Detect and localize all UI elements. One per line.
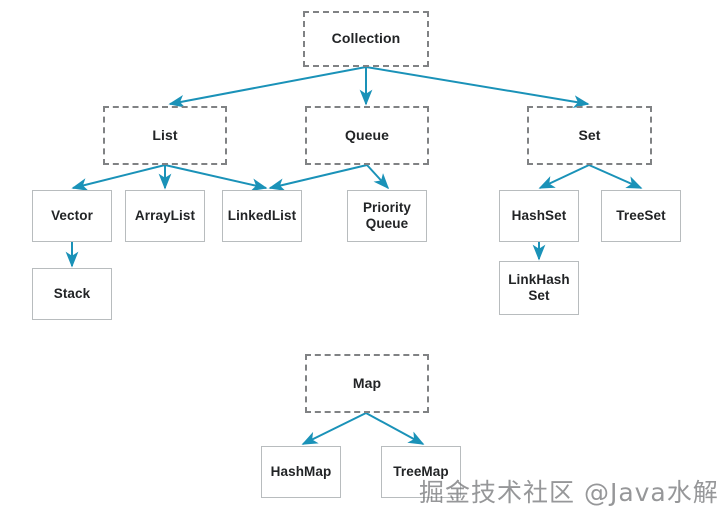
node-label-linkhashset: LinkHash Set bbox=[508, 271, 570, 303]
node-priorityqueue[interactable]: Priority Queue bbox=[347, 190, 427, 242]
arrow-set-to-hashset bbox=[538, 164, 590, 189]
node-treemap[interactable]: TreeMap bbox=[381, 446, 461, 498]
node-label-linkedlist: LinkedList bbox=[227, 207, 297, 223]
node-vector[interactable]: Vector bbox=[32, 190, 112, 242]
node-map[interactable]: Map bbox=[305, 354, 429, 413]
arrow-list-to-linkedlist bbox=[164, 164, 268, 192]
node-label-treemap: TreeMap bbox=[393, 463, 449, 479]
node-label-collection: Collection bbox=[331, 30, 401, 47]
node-label-stack: Stack bbox=[53, 285, 91, 301]
node-arraylist[interactable]: ArrayList bbox=[125, 190, 205, 242]
node-label-priorityqueue: Priority Queue bbox=[362, 199, 412, 231]
arrow-queue-to-priorityqueue bbox=[366, 164, 390, 190]
node-label-treeset: TreeSet bbox=[616, 207, 666, 223]
node-label-map: Map bbox=[352, 374, 382, 391]
node-label-hashset: HashSet bbox=[511, 207, 567, 223]
watermark-text: 掘金技术社区 @Java水解 bbox=[419, 478, 719, 507]
node-label-queue: Queue bbox=[344, 126, 390, 143]
node-label-arraylist: ArrayList bbox=[134, 207, 196, 223]
arrow-set-to-treeset bbox=[588, 164, 643, 189]
node-label-list: List bbox=[152, 126, 178, 143]
node-collection[interactable]: Collection bbox=[303, 11, 429, 67]
arrow-map-to-hashmap bbox=[301, 412, 367, 445]
node-set[interactable]: Set bbox=[527, 106, 652, 165]
arrow-collection-to-set bbox=[365, 66, 590, 108]
node-hashset[interactable]: HashSet bbox=[499, 190, 579, 242]
node-hashmap[interactable]: HashMap bbox=[261, 446, 341, 498]
node-list[interactable]: List bbox=[103, 106, 227, 165]
arrow-queue-to-linkedlist bbox=[268, 164, 368, 191]
arrow-list-to-vector bbox=[71, 164, 166, 191]
node-stack[interactable]: Stack bbox=[32, 268, 112, 320]
arrow-map-to-treemap bbox=[365, 412, 425, 445]
node-queue[interactable]: Queue bbox=[305, 106, 429, 165]
node-label-hashmap: HashMap bbox=[270, 463, 332, 479]
arrow-collection-to-list bbox=[168, 66, 367, 108]
node-linkedlist[interactable]: LinkedList bbox=[222, 190, 302, 242]
node-label-vector: Vector bbox=[51, 207, 93, 223]
node-treeset[interactable]: TreeSet bbox=[601, 190, 681, 242]
node-label-set: Set bbox=[578, 126, 601, 143]
node-linkhashset[interactable]: LinkHash Set bbox=[499, 261, 579, 315]
